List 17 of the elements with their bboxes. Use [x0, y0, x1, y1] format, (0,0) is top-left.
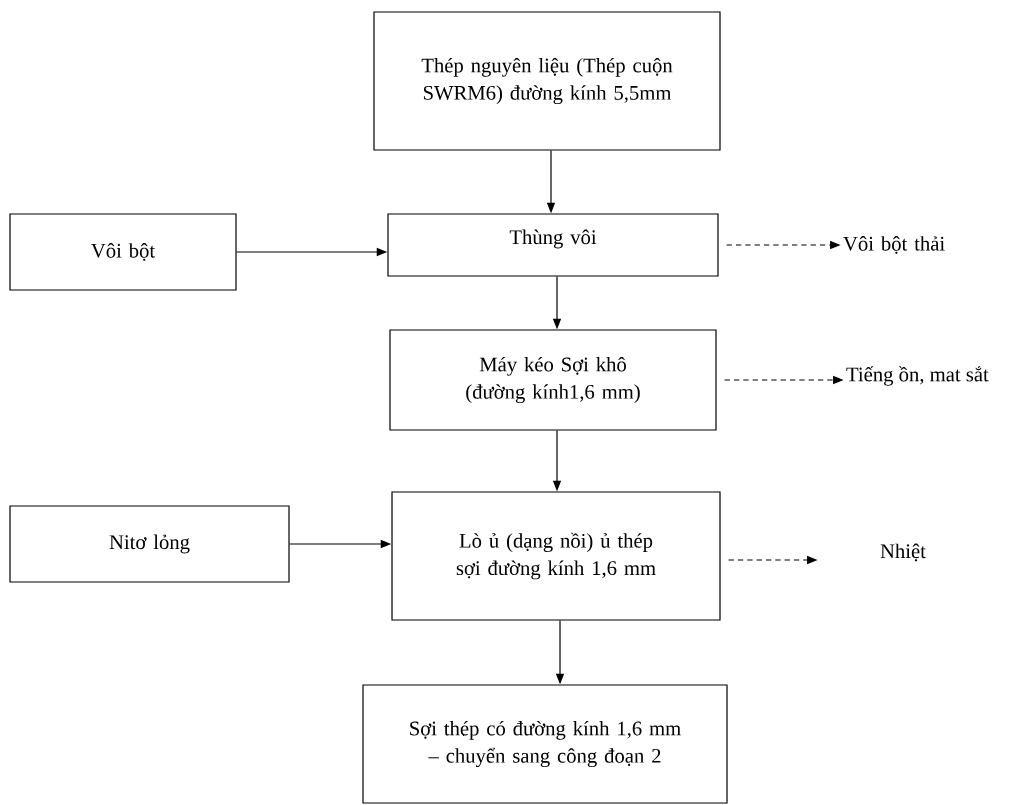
- box-text: Vôi bột: [91, 243, 156, 261]
- output-label: Nhiệt: [880, 543, 926, 562]
- process-box: [391, 491, 721, 621]
- output-label: Tiếng ồn, mat sắt: [846, 366, 989, 386]
- box-text: Thép nguyên liệu (Thép cuộn SWRM6) đường kính 5,5mm: [421, 57, 673, 105]
- process-box: [362, 684, 728, 804]
- process-box: [389, 329, 717, 431]
- box-text: Thùng vôi: [509, 229, 597, 249]
- box-text: Sợi thép có đường kính 1,6 mm – chuyển sang công đoạn 2: [410, 720, 681, 768]
- box-text: Máy kéo Sợi khô (đường kính1,6 mm): [466, 356, 640, 404]
- process-box: [9, 505, 290, 583]
- process-box: [387, 213, 719, 277]
- box-text: Nitơ lỏng: [109, 534, 190, 554]
- box-text: Lò ủ (dạng nồi) ủ thép sợi đường kính 1,6 mm: [456, 532, 656, 580]
- process-box: [9, 213, 237, 291]
- process-box: [373, 11, 721, 151]
- output-label: Vôi bột thải: [843, 236, 945, 254]
